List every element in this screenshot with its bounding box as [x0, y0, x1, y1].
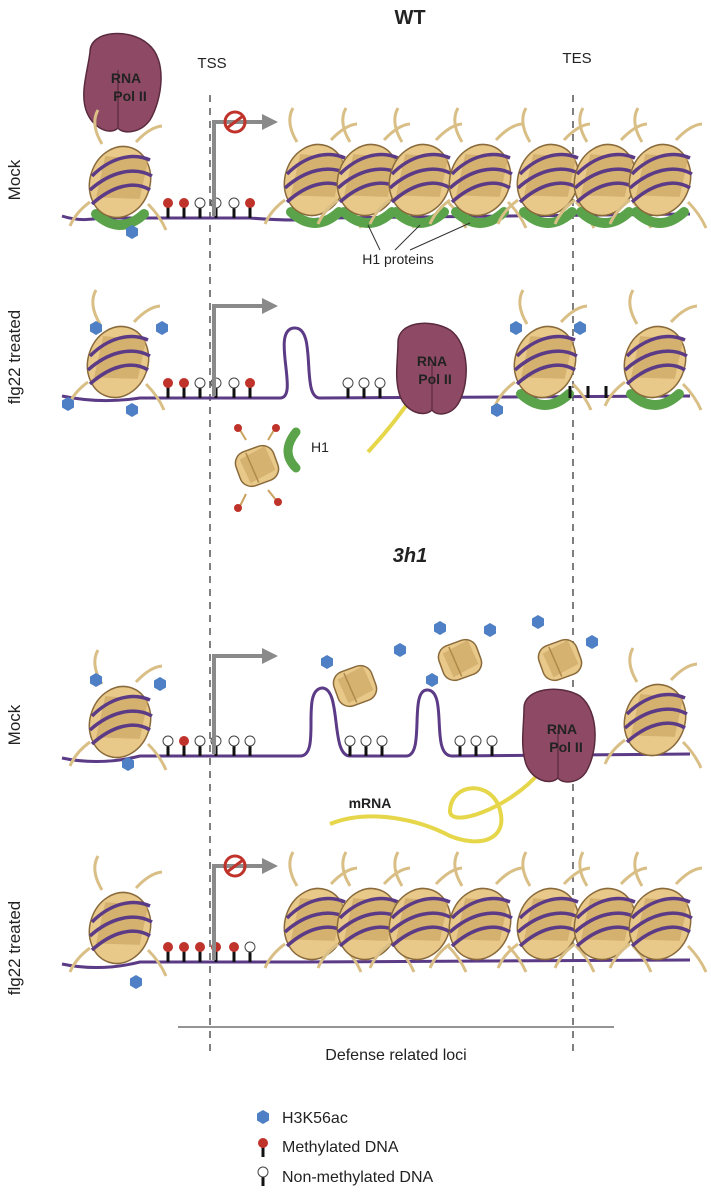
rna-pol-label-rna-3: RNA — [547, 721, 577, 737]
rna-pol-label-pol-3: Pol II — [549, 739, 582, 755]
h1-label: H1 — [311, 439, 329, 455]
wt-title: WT — [394, 7, 425, 29]
legend-h3k56ac: H3K56ac — [282, 1110, 348, 1127]
wt-flg22-row: RNA Pol II H1 — [61, 288, 703, 512]
legend-methylated: Methylated DNA — [282, 1139, 399, 1156]
legend: H3K56ac Methylated DNA Non-methylated DN… — [257, 1110, 434, 1186]
tes-label: TES — [562, 50, 591, 67]
row-label-3h1-mock: Mock — [5, 704, 24, 745]
rna-pol-ii-terminal: RNA Pol II — [521, 688, 596, 783]
3h1-mock-row: mRNA RNA Pol II — [61, 615, 703, 844]
rna-pol-ii: RNA Pol II — [83, 32, 162, 133]
row-label-3h1-flg22: flg22 treated — [5, 901, 24, 996]
mrna-label: mRNA — [349, 795, 392, 811]
rna-pol-ii-elongating: RNA Pol II — [395, 322, 467, 415]
row-label-wt-flg22: flg22 treated — [5, 310, 24, 405]
evicted-nucleosome: H1 — [231, 424, 329, 512]
rna-pol-label-rna: RNA — [111, 70, 141, 86]
rna-pol-label-rna-2: RNA — [417, 353, 447, 369]
wt-mock-row: RNA Pol II — [61, 32, 708, 267]
tss-label: TSS — [197, 55, 226, 72]
mutant-title: 3h1 — [393, 545, 427, 567]
h1-proteins-label: H1 proteins — [362, 251, 434, 267]
legend-nonmethylated: Non-methylated DNA — [282, 1169, 434, 1186]
row-label-wt-mock: Mock — [5, 159, 24, 200]
3h1-flg22-row — [61, 850, 708, 989]
loci-label: Defense related loci — [325, 1047, 466, 1064]
rna-pol-label-pol-2: Pol II — [418, 371, 451, 387]
rna-pol-label-pol: Pol II — [113, 88, 146, 104]
